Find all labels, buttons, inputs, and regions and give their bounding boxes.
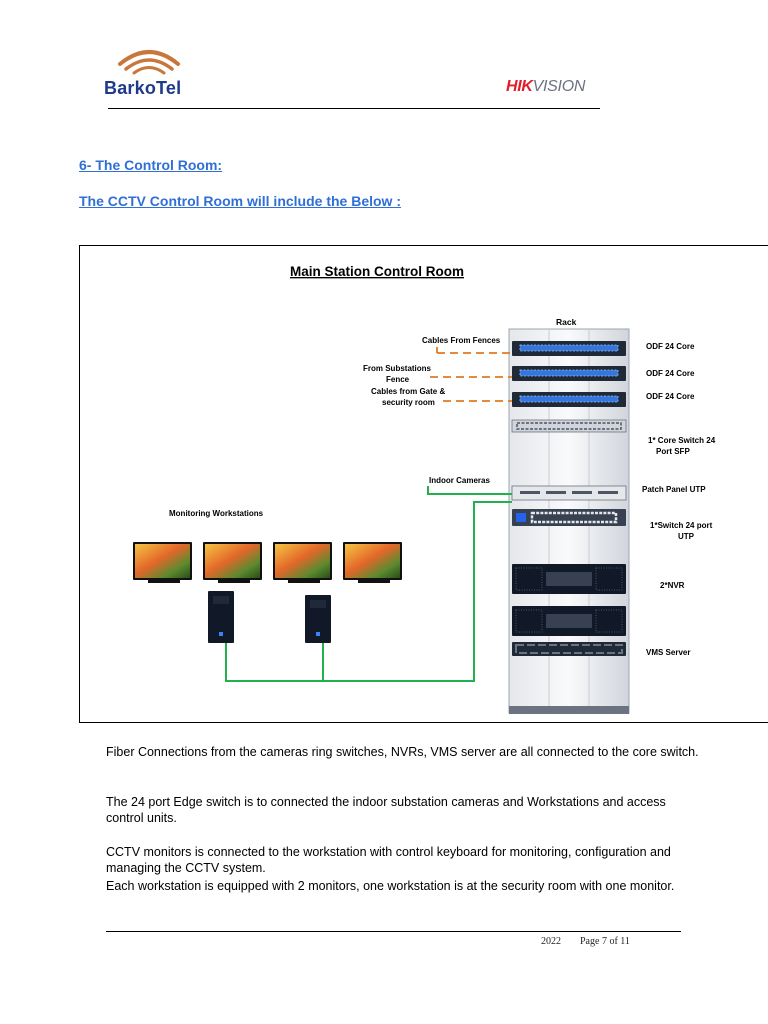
control-room-diagram: Main Station Control Room Rack [79,245,768,723]
label-switch-2: UTP [678,532,695,541]
footer-rule [106,931,681,932]
footer-year: 2022 [541,936,561,947]
hikvision-logo-red: HIK [506,78,533,95]
monitor-2 [203,542,262,583]
paragraph-edge-switch: The 24 port Edge switch is to connected … [106,795,666,825]
hikvision-logo-gray: VISION [532,78,586,95]
workstation-tower-1 [208,591,234,643]
label-core-switch-2: Port SFP [656,447,690,456]
label-odf-2: ODF 24 Core [646,369,695,378]
label-workstations: Monitoring Workstations [169,509,264,518]
workstation-tower-2 [305,595,331,643]
hikvision-logo: HIKVISION [506,78,585,96]
label-core-switch-1: 1* Core Switch 24 [648,436,716,445]
label-switch-1: 1*Switch 24 port [650,521,713,530]
rack-label: Rack [556,317,577,327]
workstation-link [225,501,512,682]
diagram-canvas: Main Station Control Room Rack [133,264,716,714]
section-subtitle: The CCTV Control Room will include the B… [79,193,401,209]
access-switch [512,509,626,526]
label-patch-panel: Patch Panel UTP [642,485,706,494]
paragraph-fiber: Fiber Connections from the cameras ring … [106,745,699,759]
label-odf-1: ODF 24 Core [646,342,695,351]
section-title: 6- The Control Room: [79,157,223,173]
label-gate-2: security room [382,398,435,407]
footer-page-number: Page 7 of 11 [580,936,630,947]
monitor-3 [273,542,332,583]
label-nvr: 2*NVR [660,581,685,590]
paragraph-workstations: Each workstation is equipped with 2 moni… [106,879,675,893]
odf-panel-3 [512,392,626,407]
label-indoor-cameras: Indoor Cameras [429,476,490,485]
barkotel-logo-text: BarkoTel [104,78,182,98]
label-cables-fences: Cables From Fences [422,336,501,345]
label-gate-1: Cables from Gate & [371,387,445,396]
vms-server [512,642,626,656]
nvr-2 [512,606,626,636]
barkotel-logo: BarkoTel [104,42,214,102]
patch-panel [511,485,627,501]
monitor-1 [133,542,192,583]
label-substations-1: From Substations [363,364,432,373]
core-switch [511,419,627,433]
monitor-4 [343,542,402,583]
indoor-cameras-link [427,486,512,495]
label-vms: VMS Server [646,648,690,657]
header-rule [108,108,600,109]
odf-panel-1 [512,341,626,356]
label-substations-2: Fence [386,375,410,384]
paragraph-monitors: CCTV monitors is connected to the workst… [106,845,671,875]
barkotel-arc-icon [118,50,180,75]
nvr-1 [512,564,626,594]
diagram-title: Main Station Control Room [290,264,464,279]
odf-panel-2 [512,366,626,381]
label-odf-3: ODF 24 Core [646,392,695,401]
